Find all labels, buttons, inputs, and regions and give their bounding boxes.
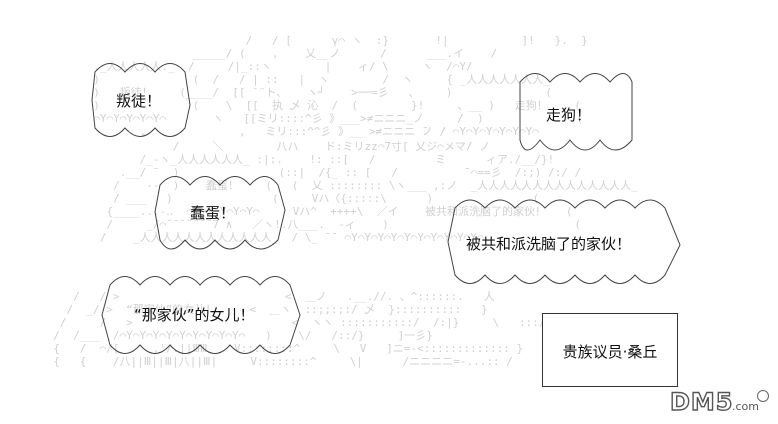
watermark-text: DM5 bbox=[669, 387, 734, 416]
ascii-art-top: / / [ γ⌒ ヽ :} !| ]! }. } _____/ ( , 乂__ノ… bbox=[93, 34, 588, 138]
caption-box: 贵族议员·桑丘 bbox=[542, 313, 678, 387]
bubble-daughter-outline bbox=[101, 276, 301, 354]
bubble-traitor-outline bbox=[91, 63, 191, 137]
watermark-dot-icon bbox=[757, 390, 769, 402]
bubble-brainwashed-outline bbox=[447, 199, 681, 284]
bubble-running-dog-text: 走狗！ bbox=[546, 106, 592, 124]
bubble-idiot-outline bbox=[154, 176, 286, 250]
ascii-art-middle: / ＼ 八ハ ド:ミリzz⌒7寸[ 乂ジ⌒メマ/ ノ /_-ヽ_人人人人人人_ … bbox=[99, 140, 638, 244]
bubble-daughter-text: “那家伙”的女儿！ bbox=[134, 306, 255, 324]
caption-box-text: 贵族议员·桑丘 bbox=[562, 343, 658, 361]
bubble-brainwashed-text: 被共和派洗脑了的家伙！ bbox=[466, 235, 632, 253]
watermark-domain-suffix: .com bbox=[732, 400, 759, 413]
dm5-watermark-logo: DM5 .com bbox=[669, 386, 770, 418]
bubble-running-dog-outline bbox=[519, 73, 633, 151]
bubble-traitor-text: 叛徒！ bbox=[116, 92, 162, 110]
bubble-idiot-text: 蠢蛋！ bbox=[190, 204, 236, 222]
ascii-art-bottom: / / > < ＿ノ .__.//. 、^::::::. 人 / _/ > “那… bbox=[53, 290, 572, 368]
